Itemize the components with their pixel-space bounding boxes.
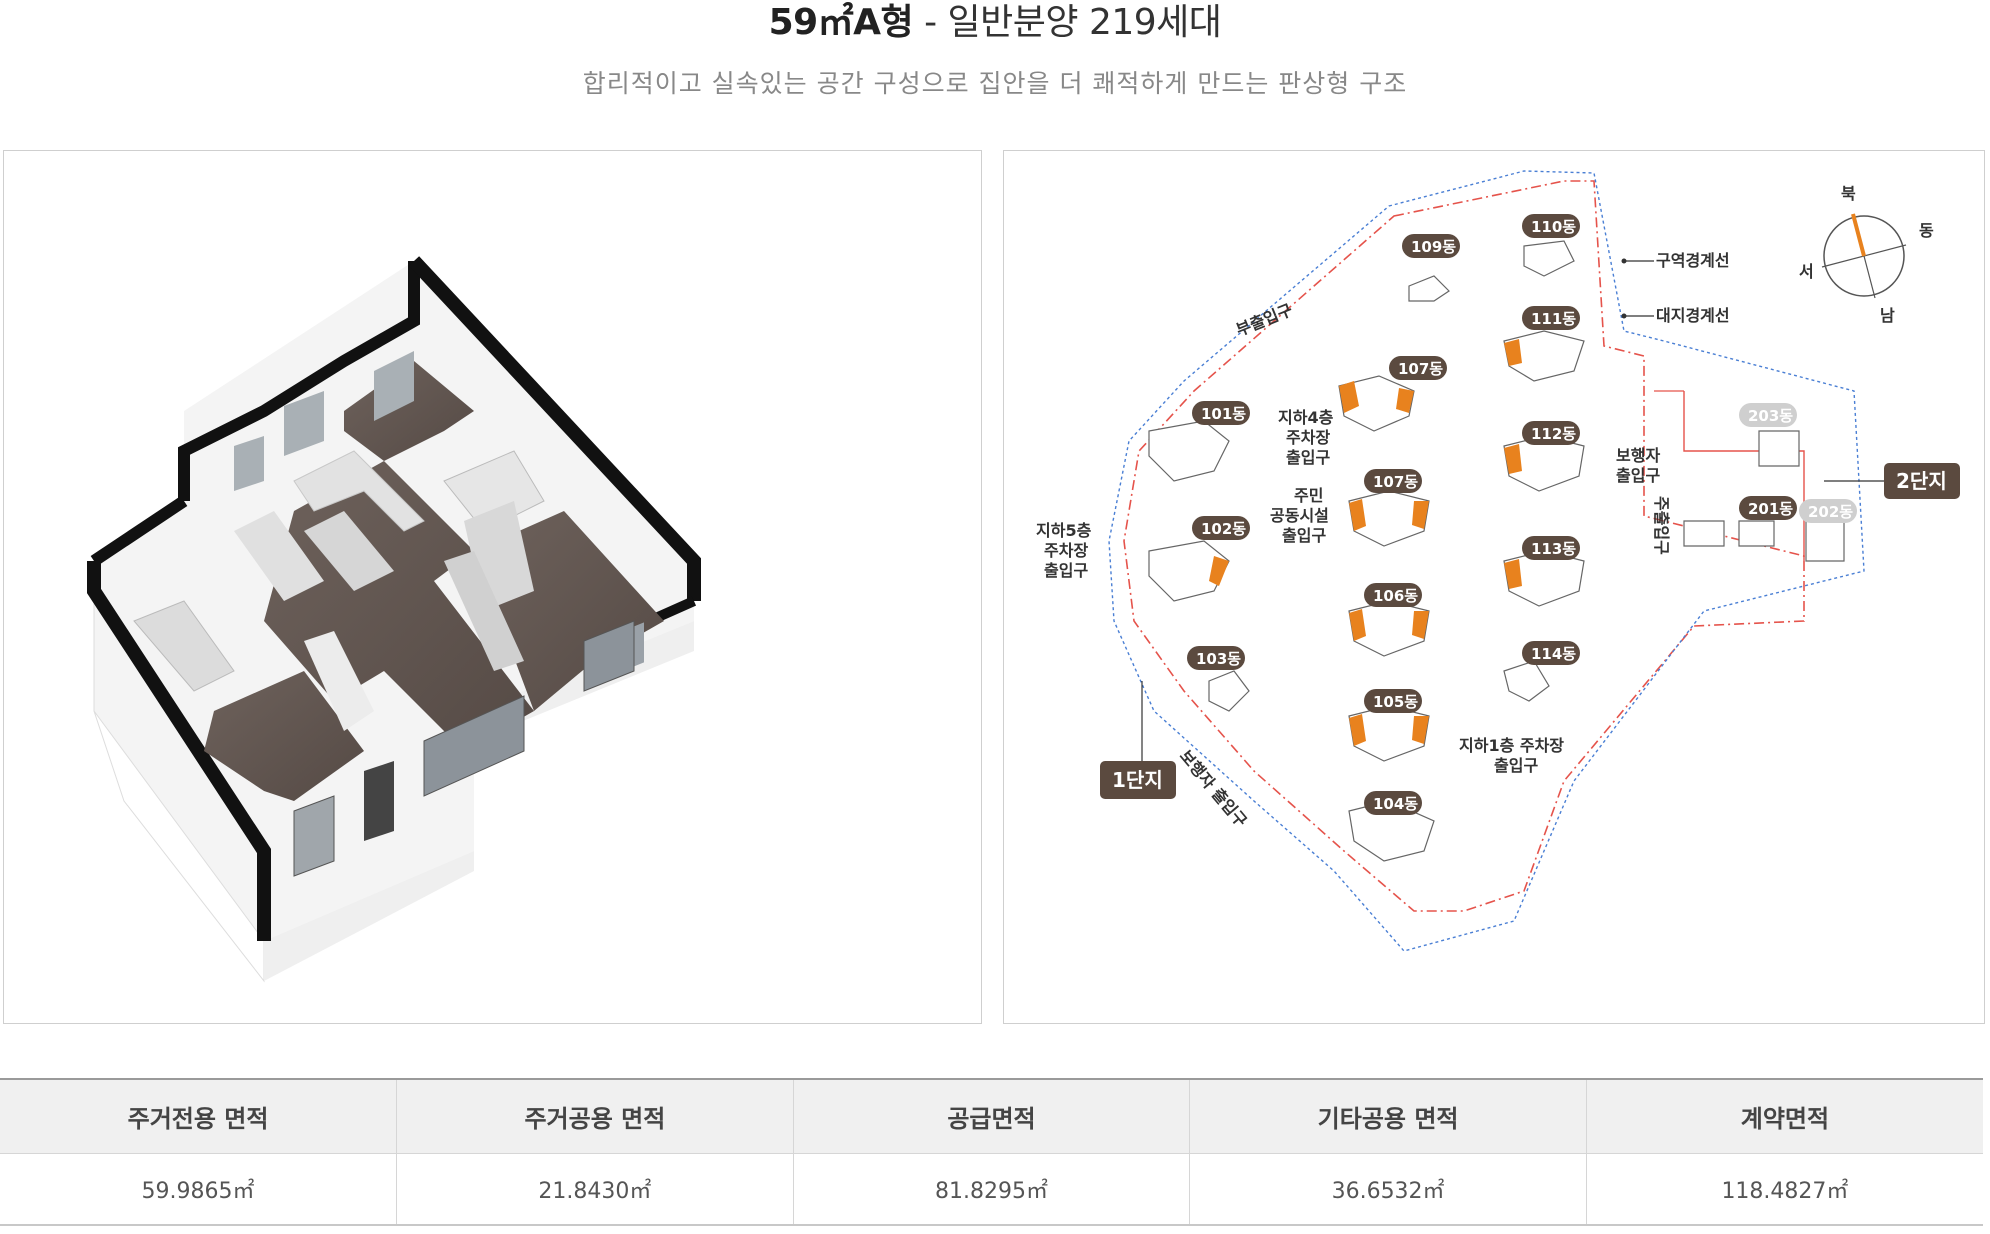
building-label-201[interactable]: 201동 [1739,496,1797,520]
sub-entrance-label: 부출입구 [1233,300,1295,340]
svg-text:111동: 111동 [1531,310,1576,328]
ped-entrance-right-label-1: 보행자 [1616,446,1660,465]
complex-1-badge[interactable]: 1단지 [1100,681,1176,799]
table-cell: 81.8295㎡ [793,1153,1191,1226]
svg-text:102동: 102동 [1201,520,1246,538]
table-header-cell: 기타공용 면적 [1189,1078,1587,1154]
table-header-cell: 계약면적 [1586,1078,1983,1154]
table-header-cell: 주거전용 면적 [0,1078,398,1154]
table-cell: 36.6532㎡ [1189,1153,1587,1226]
district-boundary-legend: 구역경계선 [1656,251,1730,270]
unit-count-title: - 일반분양 219세대 [913,2,1222,43]
svg-text:110동: 110동 [1531,218,1576,236]
table-cell: 59.9865㎡ [0,1153,398,1226]
b5-parking-label-1: 지하5층 [1036,521,1092,540]
svg-text:107동: 107동 [1373,473,1418,491]
svg-text:101동: 101동 [1201,405,1246,423]
building-label-107[interactable]: 107동 [1364,469,1422,493]
area-spec-table: 주거전용 면적 주거공용 면적 공급면적 기타공용 면적 계약면적 59.986… [0,1078,1983,1226]
svg-text:107동: 107동 [1398,360,1443,378]
building-shapes [1148,240,1845,862]
building-label-105[interactable]: 105동 [1364,689,1422,713]
building-labels: 109동 110동 111동 107동 101동 112동 107동 102동 … [1187,214,1857,815]
compass-west-label: 서 [1799,262,1814,281]
building-label-106[interactable]: 106동 [1364,583,1422,607]
compass-south-label: 남 [1880,306,1895,325]
b5-parking-label-3: 출입구 [1044,561,1088,580]
compass: 북 동 남 서 [1799,184,1934,325]
unit-type-title: 59㎡A형 [768,2,914,43]
building-label-203[interactable]: 203동 [1739,403,1797,427]
svg-text:203동: 203동 [1748,407,1793,425]
site-boundary-legend: 대지경계선 [1656,306,1730,325]
b4-parking-label-1: 지하4층 [1278,408,1334,427]
building-label-110[interactable]: 110동 [1522,214,1580,238]
building-label-108[interactable]: 107동 [1389,356,1447,380]
compass-north-label: 북 [1841,184,1856,203]
community-label-3: 출입구 [1282,526,1326,545]
floor-plan-3d-image [87,256,701,983]
svg-text:103동: 103동 [1196,650,1241,668]
building-label-103[interactable]: 103동 [1187,646,1245,670]
building-label-112[interactable]: 112동 [1522,421,1580,445]
building-label-101[interactable]: 101동 [1192,401,1250,425]
svg-text:113동: 113동 [1531,540,1576,558]
b1-parking-label-1: 지하1층 주차장 [1459,736,1564,755]
building-label-113[interactable]: 113동 [1522,536,1580,560]
complex-2-badge[interactable]: 2단지 [1824,463,1960,499]
building-label-202[interactable]: 202동 [1799,499,1857,523]
table-header-cell: 주거공용 면적 [396,1078,794,1154]
main-entrance-label: 주출입구 [1652,496,1671,555]
svg-text:2단지: 2단지 [1896,469,1947,493]
svg-text:202동: 202동 [1808,503,1853,521]
svg-text:201동: 201동 [1748,500,1793,518]
svg-text:114동: 114동 [1531,645,1576,663]
compass-east-label: 동 [1919,221,1934,240]
building-label-109[interactable]: 109동 [1402,234,1460,258]
building-label-102[interactable]: 102동 [1192,516,1250,540]
table-header-cell: 공급면적 [793,1078,1191,1154]
b5-parking-label-2: 주차장 [1044,541,1088,560]
b1-parking-label-2: 출입구 [1494,756,1538,775]
highlighted-units [1209,339,1522,746]
page-header: 59㎡A형 - 일반분양 219세대 합리적이고 실속있는 공간 구성으로 집안… [0,0,1990,140]
table-cell: 118.4827㎡ [1586,1153,1983,1226]
svg-text:106동: 106동 [1373,587,1418,605]
b4-parking-label-3: 출입구 [1286,448,1330,467]
district-boundary-line [1123,180,1805,912]
table-cell: 21.8430㎡ [396,1153,794,1226]
svg-text:112동: 112동 [1531,425,1576,443]
svg-text:104동: 104동 [1373,795,1418,813]
building-label-111[interactable]: 111동 [1522,306,1580,330]
table-header-row: 주거전용 면적 주거공용 면적 공급면적 기타공용 면적 계약면적 [0,1078,1983,1154]
community-label-1: 주민 [1294,486,1323,505]
ped-entrance-right-label-2: 출입구 [1616,466,1660,485]
svg-text:109동: 109동 [1411,238,1456,256]
floor-plan-panel [3,150,982,1024]
page-title: 59㎡A형 - 일반분양 219세대 [0,0,1990,46]
svg-text:105동: 105동 [1373,693,1418,711]
page-subtitle: 합리적이고 실속있는 공간 구성으로 집안을 더 쾌적하게 만드는 판상형 구조 [582,69,1408,98]
svg-text:1단지: 1단지 [1112,768,1163,792]
table-row: 59.9865㎡ 21.8430㎡ 81.8295㎡ 36.6532㎡ 118.… [0,1153,1983,1226]
site-plan-map: 북 동 남 서 구역경계선 대지경계선 [1036,170,1960,952]
building-label-114[interactable]: 114동 [1522,641,1580,665]
building-label-104[interactable]: 104동 [1364,791,1422,815]
community-label-2: 공동시설 [1270,506,1329,525]
ped-entrance-bottom-label: 보행자 출입구 [1176,746,1251,830]
b4-parking-label-2: 주차장 [1286,428,1330,447]
site-plan-panel: 북 동 남 서 구역경계선 대지경계선 [1003,150,1985,1024]
